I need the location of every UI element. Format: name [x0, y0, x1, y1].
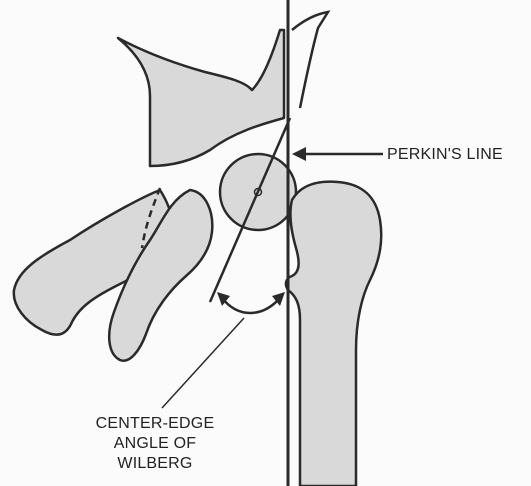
ce-label-line-2: ANGLE OF — [75, 434, 235, 454]
perkins-line-label: PERKIN'S LINE — [387, 146, 503, 164]
center-edge-angle-label: CENTER-EDGE ANGLE OF WILBERG — [75, 414, 235, 474]
ilium-bone — [118, 30, 284, 166]
ilium-lateral-edge — [292, 12, 328, 108]
ce-label-line-1: CENTER-EDGE — [75, 414, 235, 434]
femur-bone — [286, 182, 381, 486]
arrow-left-icon — [292, 147, 306, 161]
ce-label-line-3: WILBERG — [75, 454, 235, 474]
ce-angle-leader-line — [162, 318, 244, 408]
double-arrow-arc-icon — [222, 298, 280, 313]
